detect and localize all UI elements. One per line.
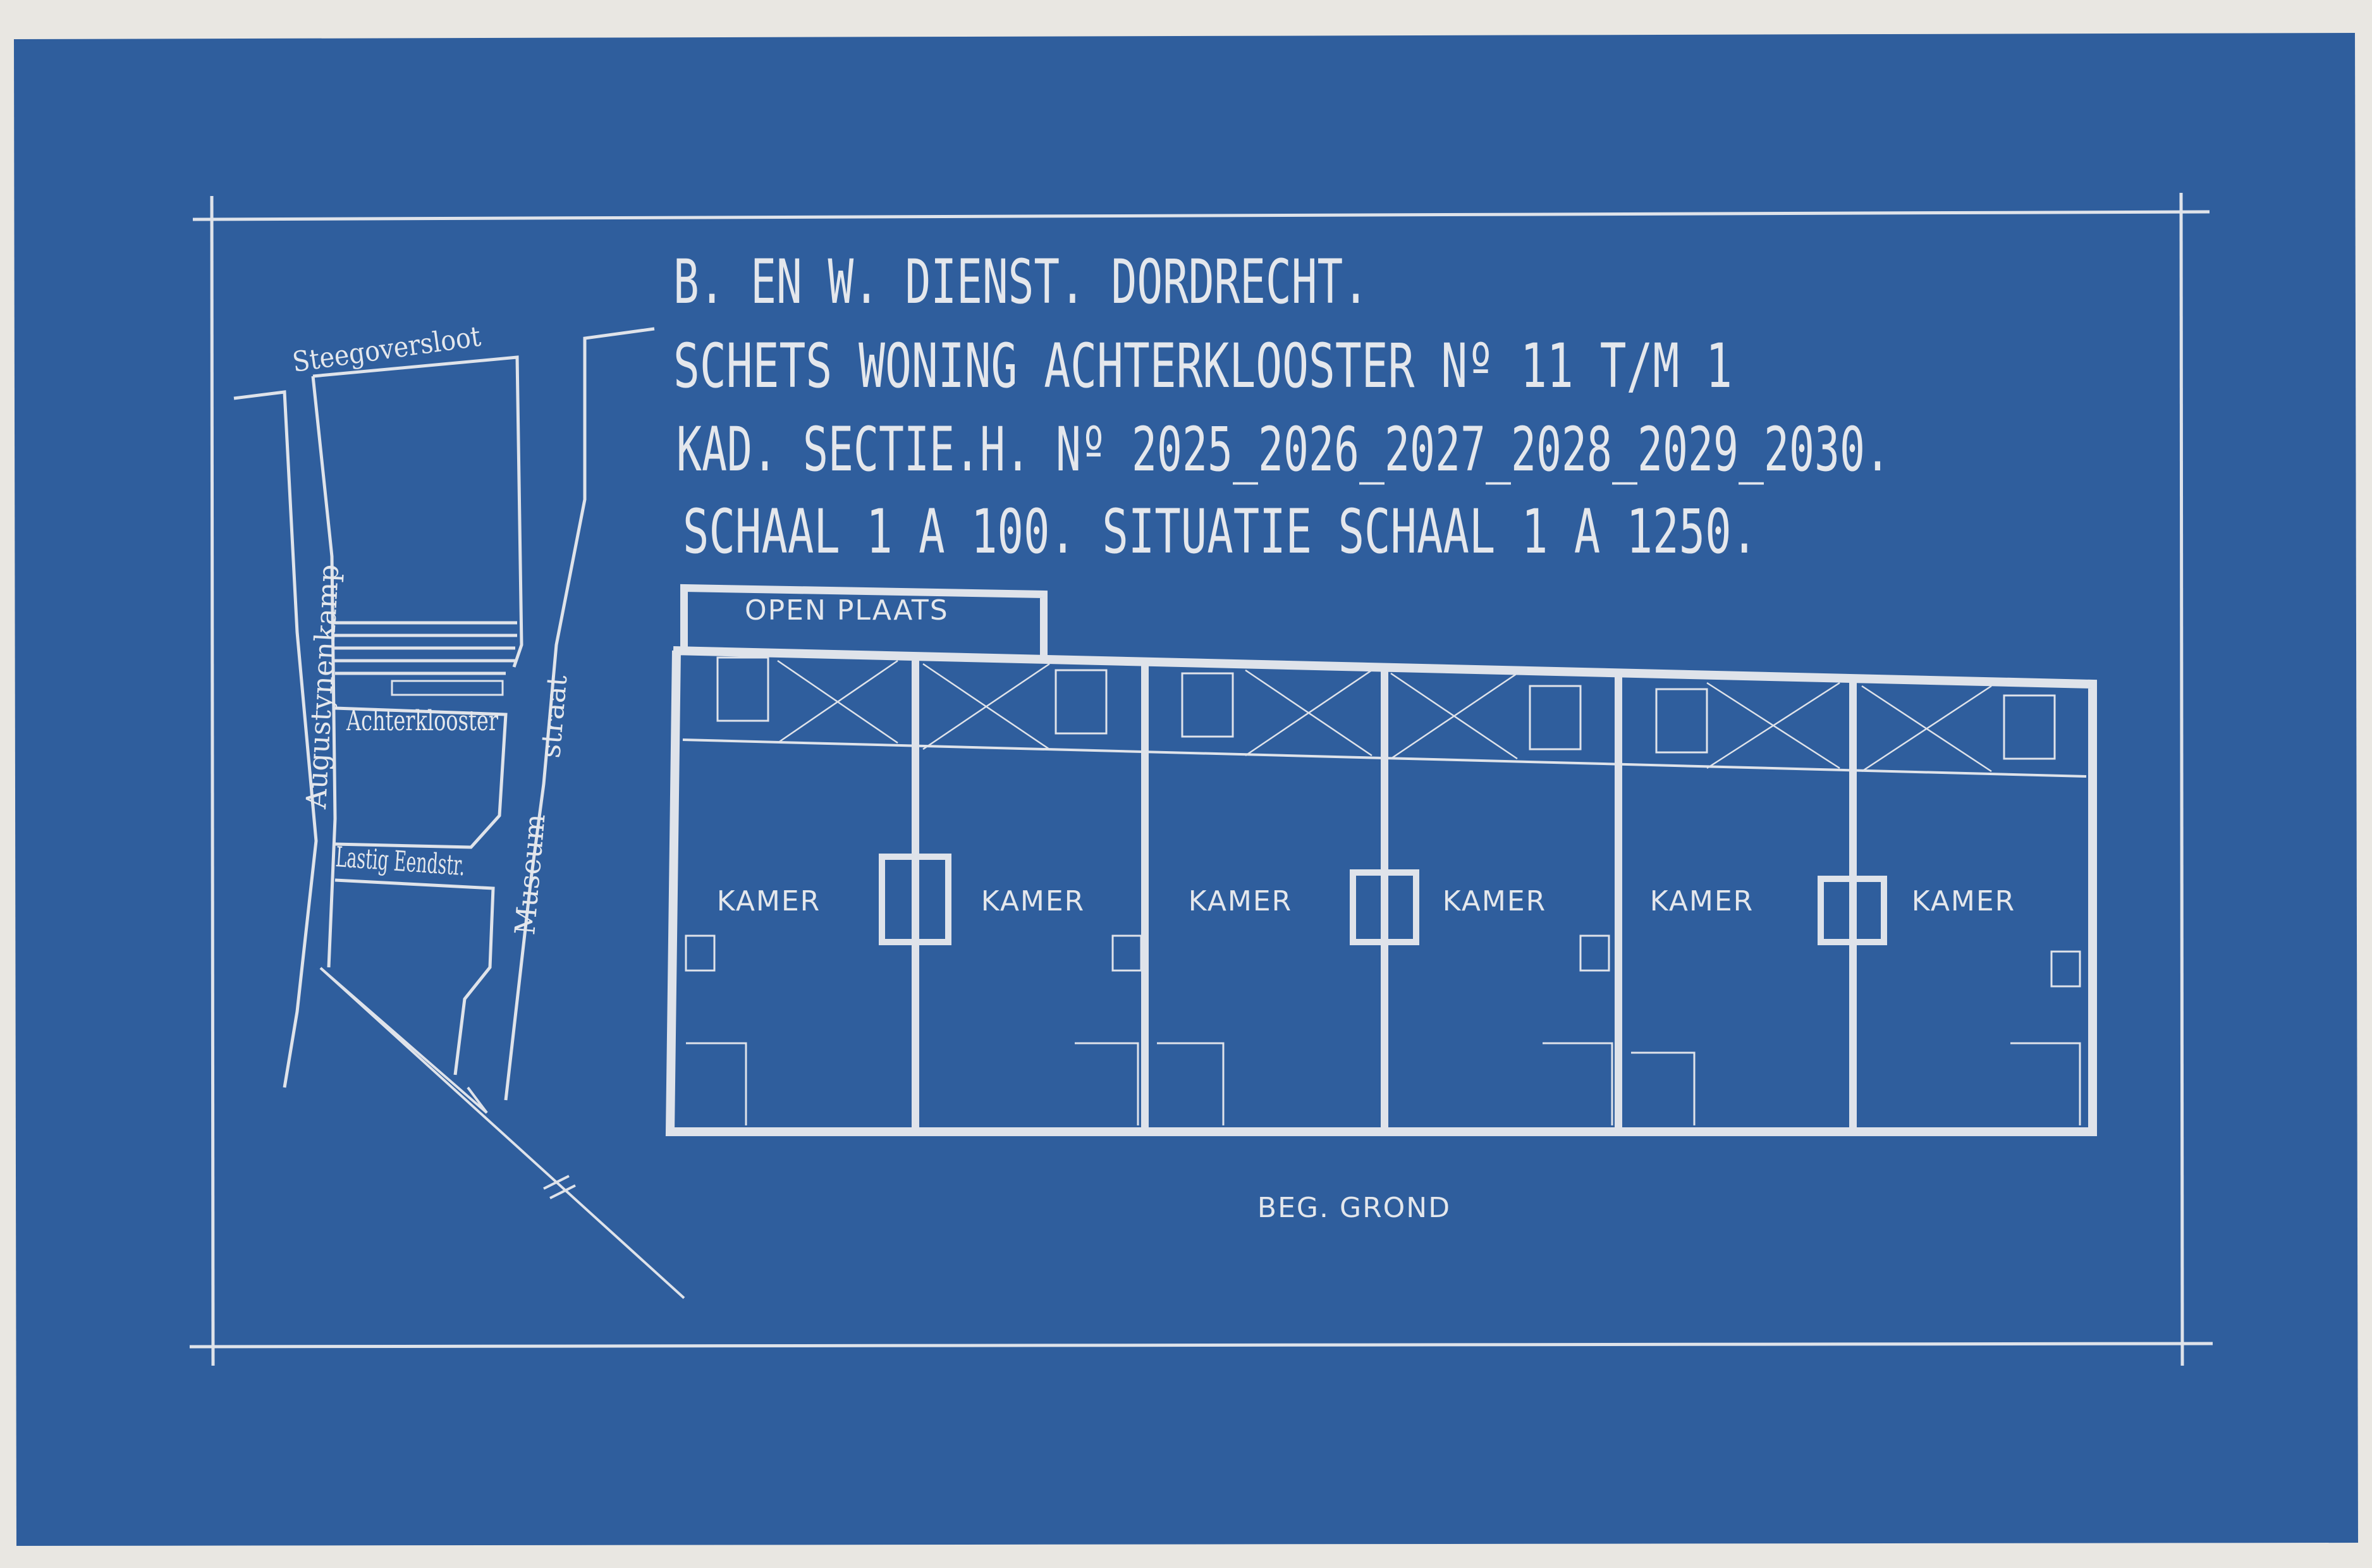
- floor-plan: [665, 584, 2097, 1136]
- open-plaats-label: OPEN PLAATS: [745, 594, 949, 627]
- border-frame: [189, 192, 2213, 1366]
- title-line-2: SCHETS WONING ACHTERKLOOSTER Nº 11 T/M 1: [673, 331, 1732, 401]
- street-label-achterklooster: Achterklooster: [346, 705, 498, 737]
- street-label-straat: straat: [534, 673, 573, 759]
- north-arrow-icon: [319, 967, 685, 1299]
- site-plan: [233, 327, 655, 1101]
- room-label-kamer: KAMER: [717, 885, 821, 917]
- room-label-kamer: KAMER: [1443, 885, 1547, 917]
- title-line-3: KAD. SECTIE.H. Nº 2025_2026_2027_2028_20…: [676, 414, 1890, 485]
- room-label-kamer: KAMER: [1650, 885, 1754, 917]
- room-label-kamer: KAMER: [981, 885, 1085, 917]
- blueprint-paper: [14, 33, 2358, 1546]
- room-label-kamer: KAMER: [1189, 885, 1293, 917]
- title-line-1: B. EN W. DIENST. DORDRECHT.: [673, 247, 1369, 317]
- ground-label: BEG. GROND: [1257, 1192, 1451, 1224]
- room-label-kamer: KAMER: [1912, 885, 2016, 917]
- title-line-4: SCHAAL 1 A 100. SITUATIE SCHAAL 1 A 1250…: [683, 496, 1758, 567]
